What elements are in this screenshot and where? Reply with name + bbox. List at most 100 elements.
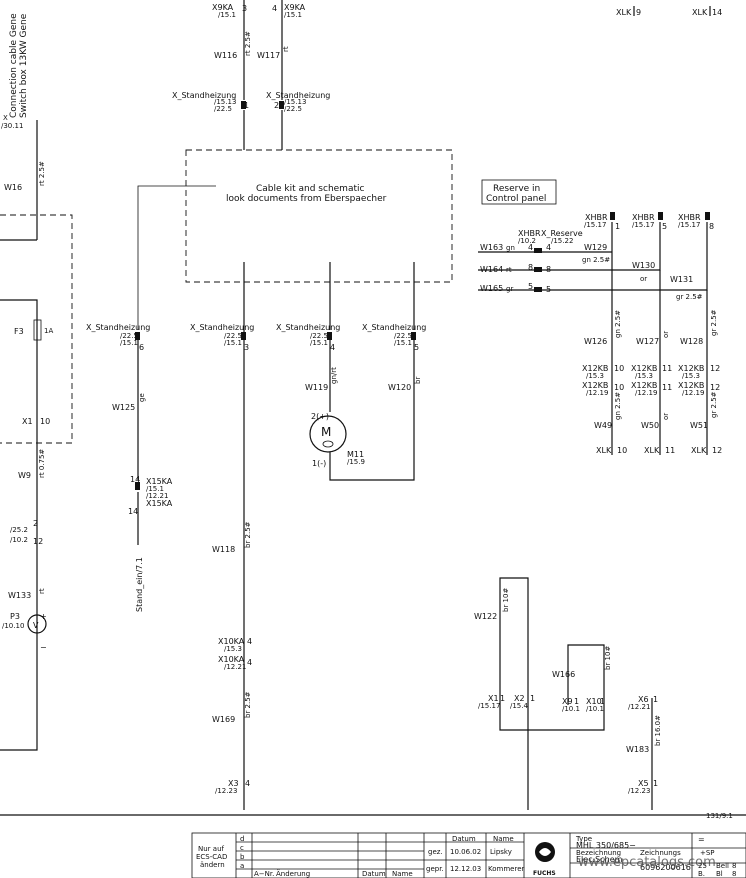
xs3-ref: /22.5	[310, 332, 328, 340]
wire-left-main	[0, 299, 38, 751]
x1-label: X1	[22, 417, 33, 426]
w127-spec: or	[662, 331, 670, 338]
xlk9-label: XLK	[616, 8, 632, 17]
x9ka-a-ref: /15.1	[218, 11, 236, 19]
w116-label: W116	[214, 51, 237, 60]
xlk11-pin: 11	[665, 446, 675, 455]
xs2-ref: /22.5	[224, 332, 242, 340]
m11-minus: 1(-)	[312, 459, 326, 468]
x12kb-1b-pin: 10	[614, 383, 624, 392]
w50-label: W50	[641, 421, 659, 430]
side-label-line2: Switch box 13KW Gene	[19, 13, 29, 118]
w117-label: W117	[257, 51, 280, 60]
w126-spec: gn 2.5#	[614, 310, 622, 338]
xst-top1-label: X_Standheizung	[172, 91, 236, 100]
w164-pin1: 8	[528, 263, 533, 272]
m11-plus: 2(+)	[311, 412, 329, 421]
wire-w120	[329, 340, 415, 481]
w163-color: gn	[506, 244, 515, 252]
x12kb-2b-pin: 11	[662, 383, 672, 392]
connector-x15ka	[135, 482, 140, 490]
x12kb-3a-pin: 12	[710, 364, 720, 373]
xlk14-label: XLK	[692, 8, 708, 17]
tb-gez: gez.	[428, 848, 443, 856]
tb-gepr-name: Kommerer	[488, 865, 524, 873]
xs3-label: X_Standheizung	[276, 323, 340, 332]
wire-w122-loop	[499, 577, 605, 731]
w183-label: W183	[626, 745, 649, 754]
tb-note2: ECS-CAD	[196, 853, 227, 861]
xst-top2-label: X_Standheizung	[266, 91, 330, 100]
w164-pin2: 8	[546, 265, 551, 274]
brand-text: FUCHS	[533, 870, 556, 877]
title-block-frame	[191, 832, 746, 878]
w169-spec: br 2.5#	[244, 691, 252, 718]
x12kb-3b-pin: 12	[710, 383, 720, 392]
connector-xs3	[327, 332, 332, 340]
xs2-pin: 3	[244, 343, 249, 352]
tb-desc-value: Elec.Schem	[576, 855, 623, 864]
x5-pin: 1	[653, 779, 658, 788]
w165-label: W165	[480, 284, 503, 293]
x15ka-pin: 14	[130, 475, 140, 484]
x10-pin: 1	[600, 697, 605, 706]
voltmeter-p3	[27, 614, 47, 634]
connector-xhbr3	[705, 212, 710, 220]
xst-top2-ref1: /15.13	[284, 98, 306, 106]
xs1-ref2: /15.1	[120, 339, 138, 347]
xst-top2-pin: 2	[274, 101, 279, 110]
xs1-label: X_Standheizung	[86, 323, 150, 332]
tb-drawing-label: Zeichnungs	[640, 849, 681, 857]
x12kb-3a-label: X12KB	[678, 364, 704, 373]
connector-xhbr1	[610, 212, 615, 220]
tb-gez-name: Lipsky	[490, 848, 512, 856]
w166-spec: br 10#	[604, 646, 612, 670]
tb-col-change: Änderung	[276, 869, 310, 878]
tb-a1: 25	[698, 862, 707, 870]
pin-12: 12	[33, 537, 43, 546]
tb-type-label: Type	[575, 835, 592, 843]
ref-10-2: /10.2	[10, 536, 28, 544]
xhbr-res-label: XHBR	[518, 229, 541, 238]
w119-spec: gn/rt	[330, 367, 338, 384]
motor-symbol	[322, 440, 334, 448]
motor-letter: M	[321, 425, 331, 439]
xs4-label: X_Standheizung	[362, 323, 426, 332]
p3-minus: −	[40, 643, 47, 652]
w125-label: W125	[112, 403, 135, 412]
x9ka-a-pin: 3	[242, 4, 247, 13]
note-line1: Cable kit and schematic	[256, 184, 364, 194]
tb-hdr-name: Name	[493, 835, 514, 843]
x2-pin: 1	[530, 694, 535, 703]
reserve-line1: Reserve in	[493, 184, 540, 194]
w163-pin1: 4	[528, 243, 533, 252]
w128-label: W128	[680, 337, 703, 346]
p3-ref: /10.10	[2, 622, 24, 630]
xlk10-pin: 10	[617, 446, 627, 455]
xs4-ref2: /15.1	[394, 339, 412, 347]
x12kb-2a-label: X12KB	[631, 364, 657, 373]
x6-pin: 1	[653, 695, 658, 704]
x15ka-pin2: 14	[128, 507, 138, 516]
x10-label: X10	[586, 697, 602, 706]
x9-pin: 1	[574, 697, 579, 706]
w120-label: W120	[388, 383, 411, 392]
tb-a2: B.	[698, 870, 705, 878]
tb-of-no: 8	[732, 870, 736, 878]
x10-ref: /10.1	[586, 705, 604, 713]
x10ka-a-label: X10KA	[218, 637, 245, 646]
xs2-label: X_Standheizung	[190, 323, 254, 332]
tb-desc-label: Bezeichnung	[576, 849, 621, 857]
tb-gepr-date: 12.12.03	[450, 865, 481, 873]
w131-spec: gr 2.5#	[676, 293, 703, 301]
x3-ref: /12.23	[215, 787, 237, 795]
xhbr3-ref: /15.17	[678, 221, 700, 229]
x2-label: X2	[514, 694, 525, 703]
xs2-ref2: /15.1	[224, 339, 242, 347]
w164-label: W164	[480, 265, 503, 274]
w133-spec: rt	[38, 588, 46, 594]
connector-xs1	[135, 332, 140, 340]
w129-spec: gn 2.5#	[582, 256, 610, 264]
x5-label: X5	[638, 779, 649, 788]
